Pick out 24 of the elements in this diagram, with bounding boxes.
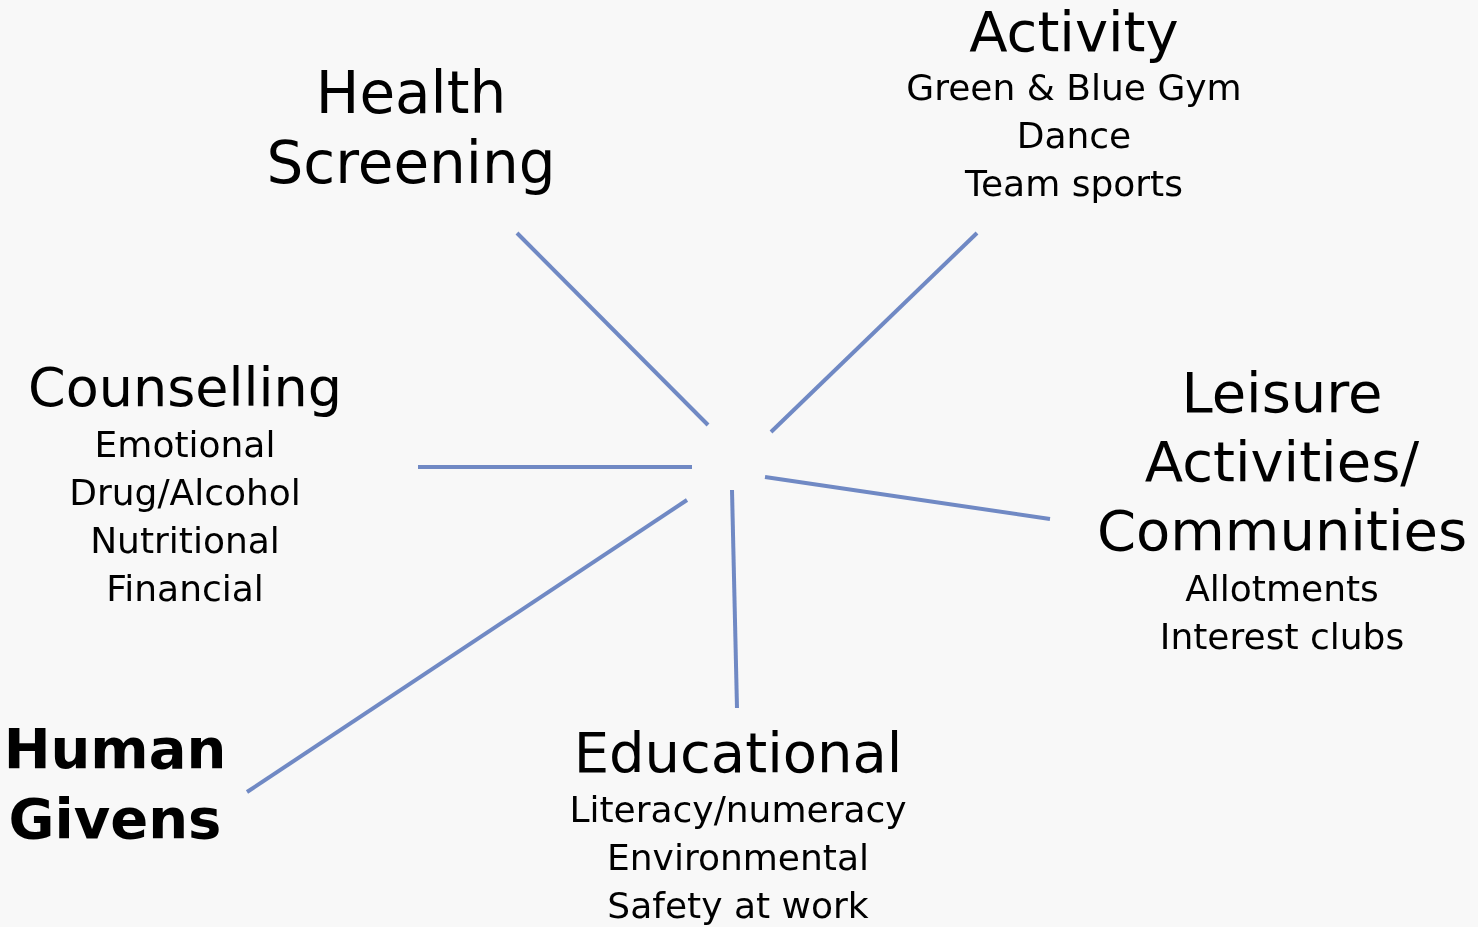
node-heading: Counselling xyxy=(27,355,343,421)
connector-line xyxy=(769,231,979,434)
node-heading: Health Screening xyxy=(265,58,557,198)
node-item: Financial xyxy=(106,567,264,611)
connector-line xyxy=(764,475,1051,521)
connector-line xyxy=(515,231,710,427)
connector-line xyxy=(418,465,692,469)
node-item: Dance xyxy=(1016,114,1132,158)
node-item: Emotional xyxy=(94,423,276,467)
connector-line xyxy=(245,498,689,794)
node-heading: Educational xyxy=(573,720,903,786)
node-item: Green & Blue Gym xyxy=(906,66,1242,110)
node-item: Drug/Alcohol xyxy=(69,471,301,515)
node-heading: Human Givens xyxy=(2,715,228,853)
node-item: Nutritional xyxy=(90,519,280,563)
node-item: Literacy/numeracy xyxy=(569,788,907,832)
node-item: Interest clubs xyxy=(1159,615,1405,659)
node-heading: Activity xyxy=(969,0,1179,64)
node-item: Allotments xyxy=(1185,567,1379,611)
connector-line xyxy=(730,489,739,709)
node-heading: Leisure Activities/ Communities xyxy=(1095,359,1469,565)
node-item: Safety at work xyxy=(607,884,869,927)
node-item: Environmental xyxy=(607,836,869,880)
node-item: Team sports xyxy=(965,162,1183,206)
